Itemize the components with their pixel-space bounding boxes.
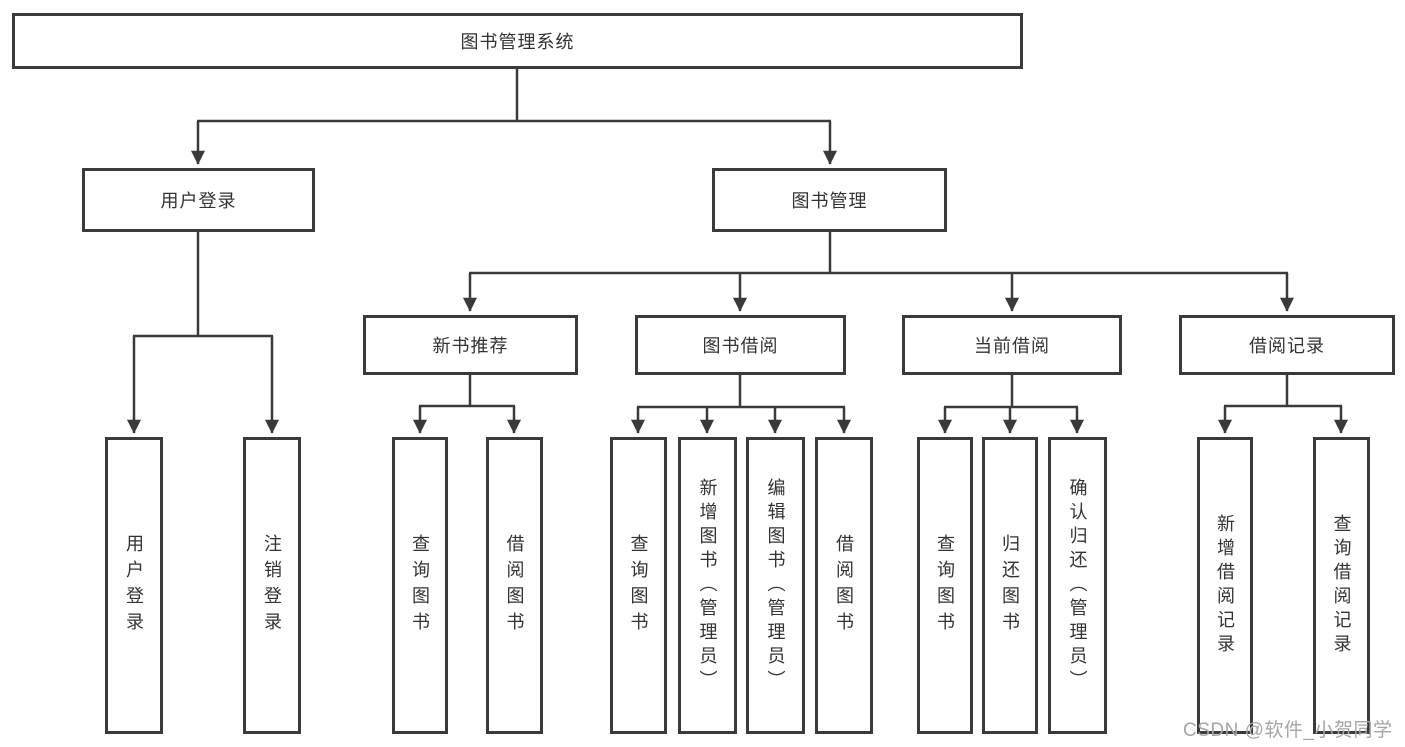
node-label: 查询借阅记录 [1331, 513, 1352, 658]
node-label: 查询图书 [935, 533, 955, 638]
connector-user-login-children [127, 232, 279, 434]
leaf-return-books: 归还图书 [982, 437, 1038, 734]
node-label: 注销登录 [262, 533, 282, 638]
leaf-borrow-books: 借阅图书 [815, 437, 873, 734]
node-borrowing-records: 借阅记录 [1179, 315, 1395, 375]
node-new-book-recommend: 新书推荐 [363, 315, 578, 375]
node-label: 借阅图书 [834, 533, 854, 638]
node-book-management: 图书管理 [712, 168, 947, 232]
connector-root-to-level2 [191, 69, 837, 165]
node-label: 图书管理 [791, 191, 868, 211]
node-label: 当前借阅 [974, 336, 1050, 356]
connector-borrow-records-children [1218, 375, 1348, 434]
node-label: 查询图书 [410, 533, 430, 638]
node-library-management-system: 图书管理系统 [12, 13, 1023, 69]
csdn-watermark: CSDN @软件_小贺同学 [1183, 720, 1393, 741]
leaf-borrow-books-recommend: 借阅图书 [486, 437, 543, 734]
leaf-user-login: 用户登录 [105, 437, 163, 734]
node-label: 新增借阅记录 [1215, 513, 1235, 658]
node-label: 确认归还（管理员） [1067, 477, 1088, 694]
leaf-edit-books-admin: 编辑图书（管理员） [746, 437, 805, 734]
connector-book-mgmt-children [463, 232, 1294, 312]
node-label: 新书推荐 [432, 336, 509, 356]
node-label: 借阅图书 [504, 533, 525, 638]
node-label: 图书管理系统 [460, 32, 575, 52]
leaf-query-borrow-record: 查询借阅记录 [1313, 437, 1370, 734]
node-label: 用户登录 [160, 191, 237, 211]
connector-new-book-children [413, 375, 521, 434]
leaf-add-books-admin: 新增图书（管理员） [678, 437, 737, 734]
node-book-borrowing: 图书借阅 [635, 315, 846, 375]
connector-current-borrow-children [938, 375, 1084, 434]
node-label: 编辑图书（管理员） [765, 477, 786, 694]
node-label: 用户登录 [124, 533, 144, 638]
node-label: 图书借阅 [702, 336, 779, 356]
node-label: 归还图书 [1000, 533, 1020, 638]
leaf-add-borrow-record: 新增借阅记录 [1197, 437, 1253, 734]
connector-book-borrow-children [631, 375, 851, 434]
leaf-confirm-return-admin: 确认归还（管理员） [1048, 437, 1107, 734]
node-label: 查询图书 [628, 533, 649, 638]
leaf-logout: 注销登录 [243, 437, 301, 734]
node-label: 借阅记录 [1249, 336, 1325, 356]
node-label: 新增图书（管理员） [697, 477, 718, 694]
leaf-query-books-recommend: 查询图书 [392, 437, 448, 734]
leaf-query-books-current: 查询图书 [917, 437, 973, 734]
node-current-borrowing: 当前借阅 [902, 315, 1122, 375]
node-user-login: 用户登录 [82, 168, 315, 232]
leaf-query-books-borrow: 查询图书 [610, 437, 667, 734]
